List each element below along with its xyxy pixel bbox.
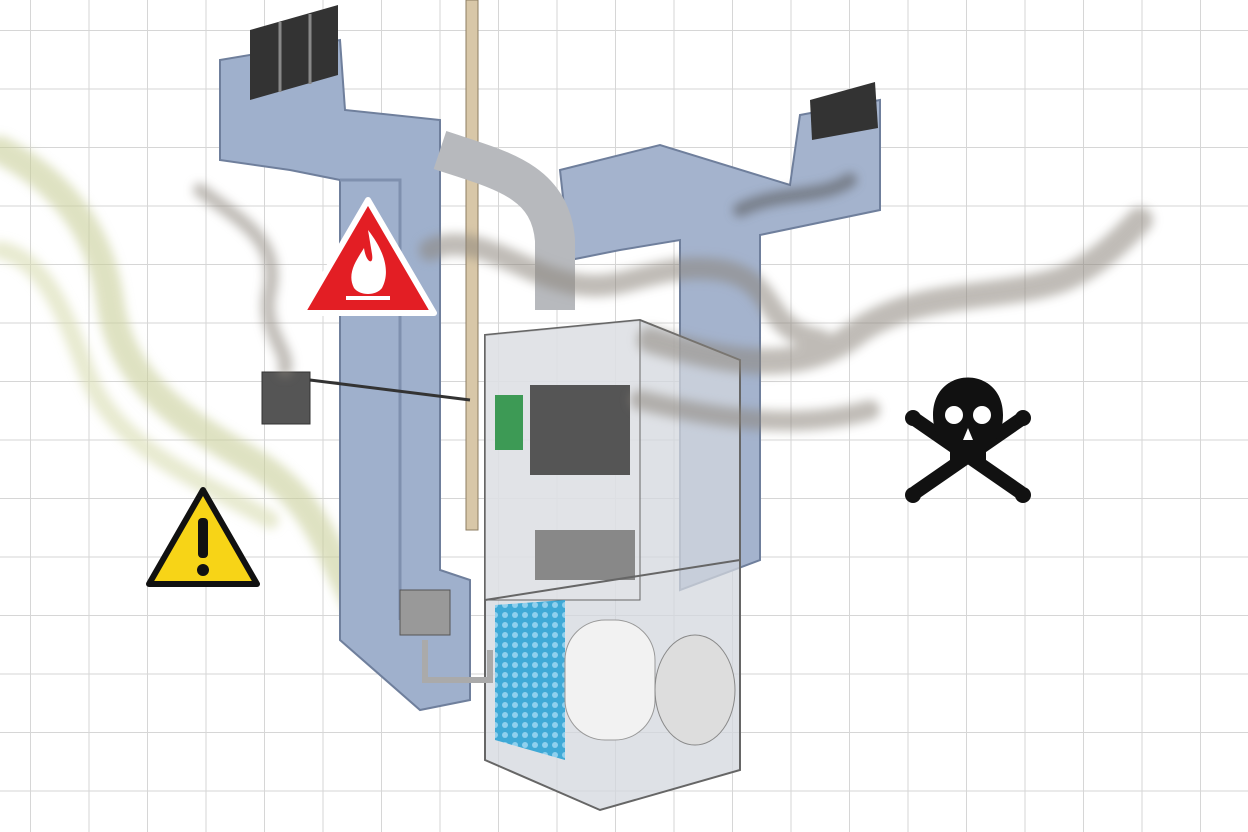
fire-hazard-icon xyxy=(299,197,437,316)
supply-duct-left xyxy=(219,5,471,712)
control-board xyxy=(530,385,630,475)
warning-icon xyxy=(146,487,260,587)
gas-pipe xyxy=(465,0,479,531)
gas-valve xyxy=(399,589,493,683)
junction-box xyxy=(261,371,311,425)
burner-assembly xyxy=(535,530,635,580)
exhaust-smoke xyxy=(193,173,1153,431)
furnace-cabinet xyxy=(484,318,741,812)
air-filter xyxy=(495,600,565,760)
vent-grille-left xyxy=(250,5,338,100)
flue-pipe xyxy=(433,131,575,310)
blower xyxy=(564,619,656,741)
skull-crossbones-icon xyxy=(905,377,1031,503)
blower-motor xyxy=(654,634,736,746)
vent-grille-right xyxy=(810,82,878,140)
circuit-board xyxy=(495,395,523,450)
